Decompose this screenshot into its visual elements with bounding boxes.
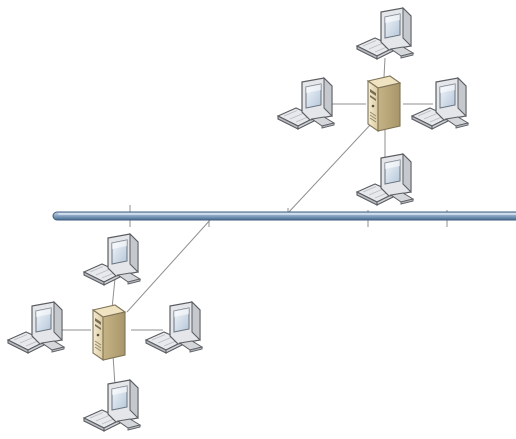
workstation-icon	[356, 7, 414, 60]
workstation-icon	[83, 233, 141, 286]
link-lower-bottom	[112, 354, 116, 387]
workstation-icon	[7, 301, 65, 354]
uplink-upper-cluster	[287, 123, 372, 214]
workstation-icon	[356, 153, 414, 206]
backbone-bus	[52, 211, 516, 221]
workstation-icon	[277, 77, 335, 130]
cluster-lower-left	[7, 233, 203, 432]
server-icon	[92, 304, 126, 361]
uplink-lower-cluster	[126, 218, 212, 313]
workstation-icon	[145, 301, 203, 354]
workstation-icon	[83, 379, 141, 432]
server-icon	[367, 75, 401, 132]
cluster-upper-right	[277, 7, 469, 206]
